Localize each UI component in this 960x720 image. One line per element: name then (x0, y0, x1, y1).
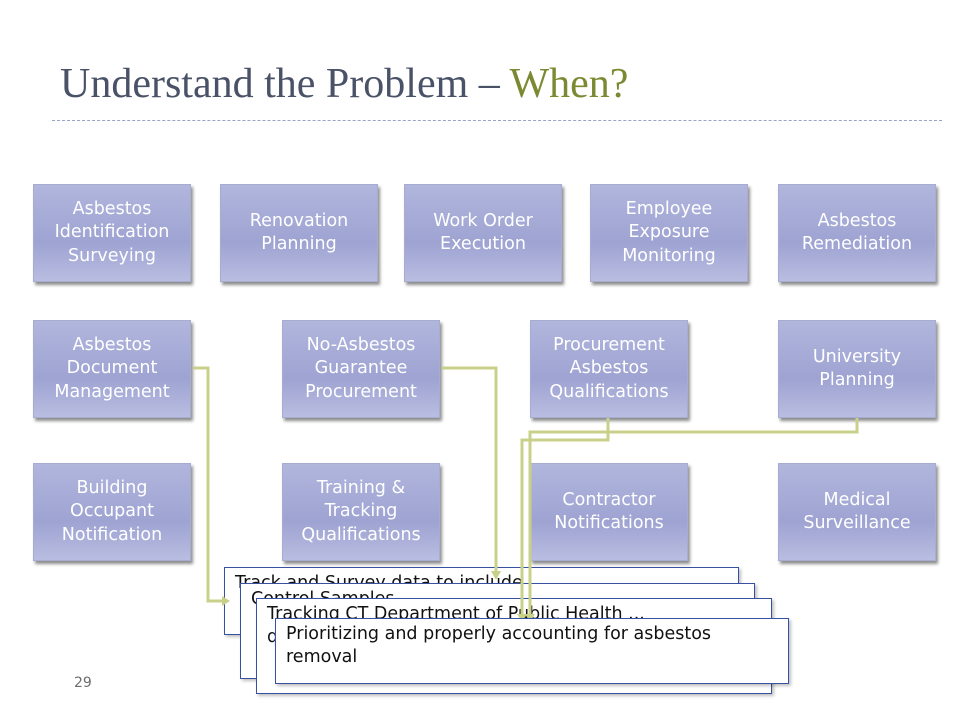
box-work-order-execution: Work Order Execution (404, 184, 562, 282)
box-university-planning: University Planning (778, 320, 936, 418)
note-prioritizing-removal: Prioritizing and properly accounting for… (275, 618, 789, 684)
box-contractor-notifications: Contractor Notifications (530, 463, 688, 561)
box-label: Asbestos Identification Surveying (54, 199, 170, 266)
slide-title-main: Understand the Problem – (60, 61, 510, 107)
title-divider (52, 120, 942, 121)
note-text: Prioritizing and properly accounting for… (286, 624, 712, 667)
box-label: Employee Exposure Monitoring (622, 199, 716, 266)
connector-no-asbestos-guarantee (442, 366, 498, 571)
box-label: Medical Surveillance (803, 489, 911, 533)
box-label: Contractor Notifications (554, 489, 664, 533)
box-label: No-Asbestos Guarantee Procurement (305, 335, 417, 402)
box-training-tracking-qualifications: Training & Tracking Qualifications (282, 463, 440, 561)
box-asbestos-document-management: Asbestos Document Management (33, 320, 191, 418)
box-label: Renovation Planning (249, 210, 349, 254)
box-procurement-asbestos-qualifications: Procurement Asbestos Qualifications (530, 320, 688, 418)
box-asbestos-remediation: Asbestos Remediation (778, 184, 936, 282)
box-no-asbestos-guarantee-procurement: No-Asbestos Guarantee Procurement (282, 320, 440, 418)
slide-title-accent: When? (509, 61, 629, 107)
box-label: Asbestos Remediation (801, 210, 913, 254)
box-label: Asbestos Document Management (54, 335, 170, 402)
box-asbestos-identification-surveying: Asbestos Identification Surveying (33, 184, 191, 282)
box-renovation-planning: Renovation Planning (220, 184, 378, 282)
box-label: Work Order Execution (433, 210, 533, 254)
box-label: Procurement Asbestos Qualifications (549, 335, 669, 402)
box-label: Building Occupant Notification (61, 478, 163, 545)
box-label: University Planning (812, 346, 902, 390)
box-building-occupant-notification: Building Occupant Notification (33, 463, 191, 561)
box-employee-exposure-monitoring: Employee Exposure Monitoring (590, 184, 748, 282)
box-medical-surveillance: Medical Surveillance (778, 463, 936, 561)
box-label: Training & Tracking Qualifications (301, 478, 421, 545)
connector-document-management (193, 366, 222, 603)
slide-title: Understand the Problem – When? (60, 60, 628, 108)
page-number: 29 (74, 675, 92, 691)
